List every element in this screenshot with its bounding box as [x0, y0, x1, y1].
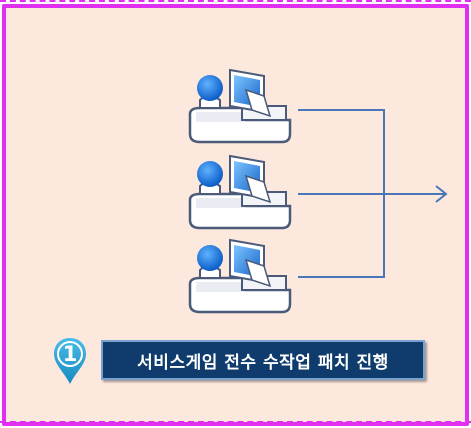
caption-banner: 서비스게임 전수 수작업 패치 진행: [101, 340, 425, 380]
workstation-icon: [188, 238, 292, 314]
workstation-icon: [188, 154, 292, 230]
top-dashed-border: [0, 0, 471, 2]
connector-line-3: [298, 194, 385, 278]
connector-line-1: [298, 109, 385, 194]
step-number: 1: [62, 342, 78, 366]
workstation-icon: [188, 68, 292, 144]
bottom-dashed-border: [0, 421, 471, 423]
location-pin-icon: [54, 338, 86, 384]
output-arrowhead-icon: [435, 185, 448, 203]
